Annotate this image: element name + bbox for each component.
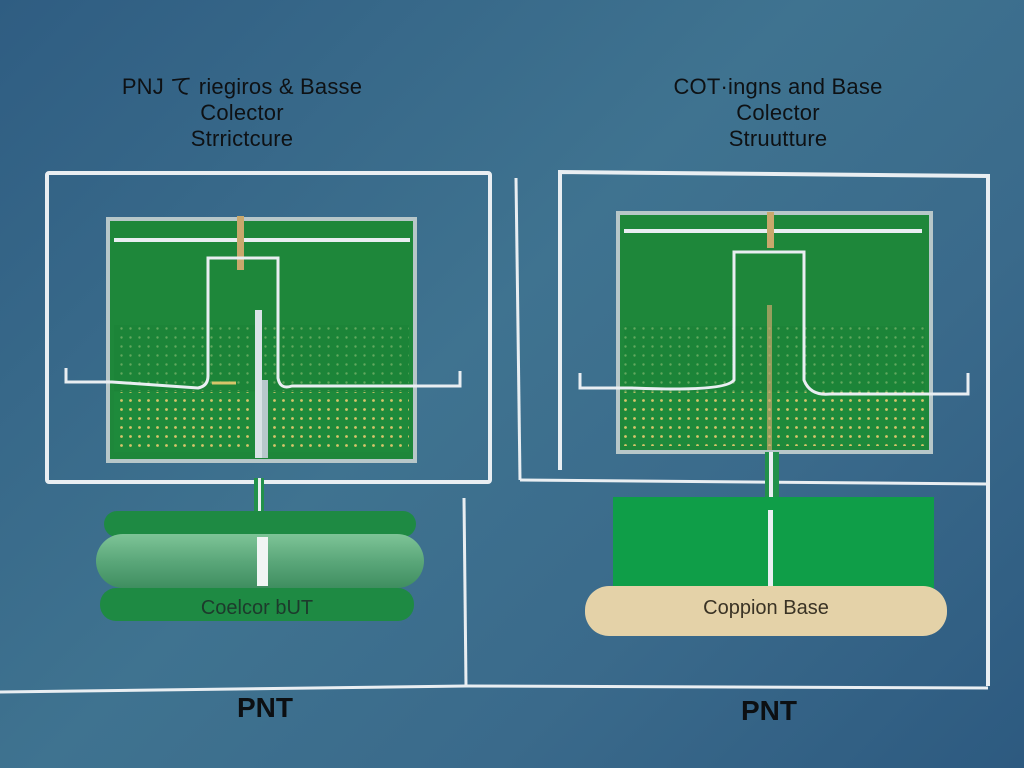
right-footer-label: PNT <box>741 695 797 726</box>
right-title-line-2: Colector <box>736 100 820 125</box>
left-board-dots-left <box>114 392 256 452</box>
left-title-line-2: Colector <box>200 100 284 125</box>
left-title-line-3: Strrictcure <box>190 126 294 151</box>
left-center-gap <box>262 380 268 458</box>
right-panel <box>514 169 990 686</box>
left-title: PNJ て riegiros & Basse Colector Strrictc… <box>92 74 392 152</box>
right-block-marker <box>768 510 773 590</box>
left-pill-marker <box>257 537 268 586</box>
right-green-block <box>613 497 934 592</box>
right-title-line-3: Struutture <box>728 126 828 151</box>
left-pill-top <box>104 511 416 537</box>
right-board-dots <box>624 392 925 446</box>
left-board <box>106 216 417 463</box>
right-frame-left-edge <box>514 177 522 481</box>
connector-lines <box>0 497 989 694</box>
left-stem-highlight <box>258 478 261 516</box>
middle-vertical-line <box>462 497 468 687</box>
left-outer-frame <box>45 171 492 484</box>
left-board-dots-right <box>268 392 409 452</box>
right-wire-path <box>578 250 970 396</box>
right-title-line-1: COT·ingns and Base <box>673 74 883 99</box>
left-footer-label: PNT <box>237 692 293 723</box>
right-board <box>616 211 933 454</box>
left-wire-path <box>64 256 462 390</box>
right-baseline <box>465 684 989 690</box>
left-panel <box>45 171 492 621</box>
right-gold-contact <box>767 212 774 248</box>
left-device-label: Coelcor bUT <box>200 597 314 619</box>
right-outer-frame <box>558 169 990 686</box>
left-collector-stack <box>96 511 424 621</box>
left-title-line-1: PNJ て riegiros & Basse <box>121 74 363 99</box>
left-gold-contact <box>237 216 244 270</box>
right-device-label: Coppion Base <box>703 597 829 619</box>
right-board-faint-dots <box>624 326 925 396</box>
right-center-channel <box>767 305 772 450</box>
left-pill-bottom <box>100 588 414 621</box>
right-tan-base <box>585 586 947 636</box>
left-center-channel <box>255 310 262 458</box>
left-baseline <box>0 684 467 694</box>
right-frame-bottom-edge <box>519 478 989 486</box>
right-title: COT·ingns and Base Colector Struutture <box>628 74 928 152</box>
